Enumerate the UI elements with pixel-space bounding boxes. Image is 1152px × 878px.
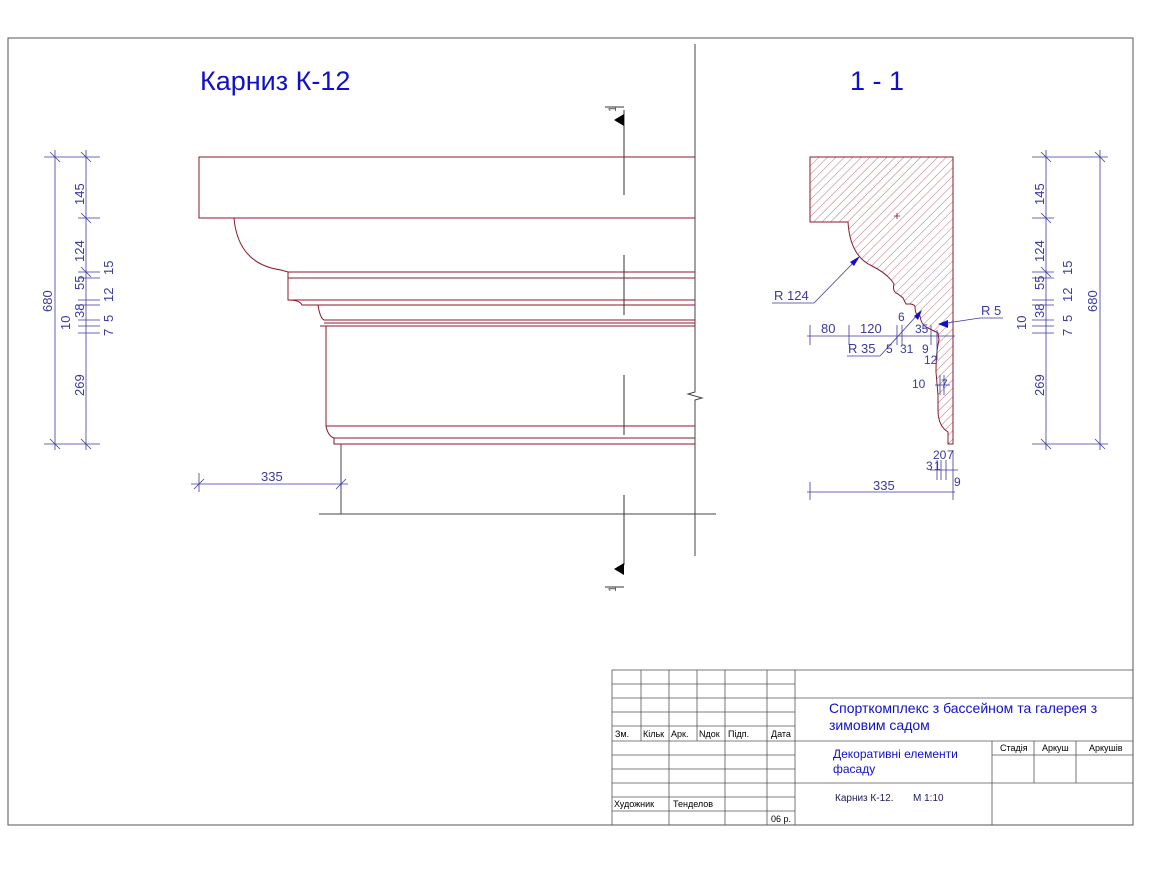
- section-mark-top: 1: [607, 106, 619, 112]
- project-name: Спорткомплекс з бассейном та галерея з з…: [829, 700, 1098, 733]
- left-dim-145: 145: [72, 183, 87, 205]
- elevation-dim-335: 335: [261, 469, 283, 484]
- section-dim-9a: 9: [922, 342, 929, 356]
- right-dim-5: 5: [1060, 315, 1075, 322]
- cornice-elevation: [198, 156, 695, 445]
- sheet-header: Аркуш: [1042, 743, 1069, 753]
- section-dim-335: 335: [873, 478, 895, 493]
- left-dim-38: 38: [72, 304, 87, 318]
- section-dim-120: 120: [860, 321, 882, 336]
- drawing-name: Декоративні елементи фасаду: [833, 747, 958, 776]
- right-dim-total: 680: [1085, 290, 1100, 312]
- right-dim-38: 38: [1032, 304, 1047, 318]
- section-dim-5: 5: [886, 342, 893, 356]
- section-dim-12: 12: [924, 353, 938, 367]
- header-ndok: Nдок: [699, 729, 720, 739]
- section-dim-3: 3: [926, 459, 933, 473]
- title-block-grid: [611, 669, 1134, 826]
- left-dim-10: 10: [58, 316, 73, 330]
- elevation-bottom-dimension: [191, 473, 348, 492]
- left-dim-12: 12: [101, 288, 116, 302]
- break-mark: [686, 388, 704, 556]
- section-dim-80: 80: [821, 321, 835, 336]
- section-arrow-top: [614, 114, 624, 126]
- leader-arrow-r124: [850, 256, 860, 266]
- section-mark-bottom: 1: [607, 586, 619, 592]
- year-label: 06 р.: [771, 814, 792, 824]
- author-name: Тенделов: [673, 799, 714, 809]
- sheets-header: Аркушів: [1089, 743, 1123, 753]
- right-dim-55: 55: [1032, 276, 1047, 290]
- section-dim-6: 6: [898, 310, 905, 324]
- header-zm: Зм.: [615, 729, 630, 739]
- leader-arrow-r5: [938, 320, 948, 328]
- left-dim-total: 680: [40, 290, 55, 312]
- section-dim-35: 35: [915, 322, 929, 336]
- left-dim-15: 15: [101, 261, 116, 275]
- section-dim-20: 20: [933, 448, 947, 462]
- header-ark: Арк.: [671, 729, 689, 739]
- section-dim-10: 10: [912, 377, 926, 391]
- left-dim-5: 5: [101, 315, 116, 322]
- left-dim-124: 124: [72, 240, 87, 262]
- right-dim-15: 15: [1060, 261, 1075, 275]
- section-arrow-bottom: [614, 563, 624, 575]
- section-label-r5: R 5: [981, 303, 1001, 318]
- right-dim-10: 10: [1014, 316, 1029, 330]
- header-data: Дата: [771, 729, 791, 739]
- right-dim-124: 124: [1032, 240, 1047, 262]
- role-label: Художник: [614, 799, 655, 809]
- section-dim-31: 31: [900, 342, 914, 356]
- section-dim-1: 1: [934, 459, 941, 473]
- elevation-title: Карниз К-12: [200, 66, 351, 96]
- right-dim-269: 269: [1032, 374, 1047, 396]
- right-dim-7: 7: [1060, 329, 1075, 336]
- section-dim-7: 7: [941, 377, 948, 391]
- left-dim-269: 269: [72, 374, 87, 396]
- left-dim-7: 7: [101, 329, 116, 336]
- scale-label: М 1:10: [913, 793, 944, 804]
- right-dim-145: 145: [1032, 183, 1047, 205]
- stage-header: Стадія: [1000, 743, 1028, 753]
- section-dim-7b: 7: [947, 448, 954, 462]
- section-label-r35: R 35: [848, 341, 875, 356]
- section-title: 1 - 1: [850, 66, 905, 96]
- header-kilk: Кільк: [643, 729, 665, 739]
- header-pidp: Підп.: [728, 729, 750, 739]
- section-cut-line: [605, 106, 625, 588]
- item-label: Карниз К-12.: [835, 793, 894, 804]
- section-center-mark: [894, 213, 900, 219]
- cornice-section-profile: [809, 156, 954, 445]
- left-dim-55: 55: [72, 276, 87, 290]
- leader-arrow-r35: [914, 310, 922, 320]
- section-label-r124: R 124: [774, 288, 809, 303]
- left-dimension-chain: [44, 150, 100, 450]
- sheet-frame: [7, 37, 1134, 826]
- section-dim-9b: 9: [954, 475, 961, 489]
- right-dimension-chain: [1032, 150, 1108, 450]
- right-dim-12: 12: [1060, 288, 1075, 302]
